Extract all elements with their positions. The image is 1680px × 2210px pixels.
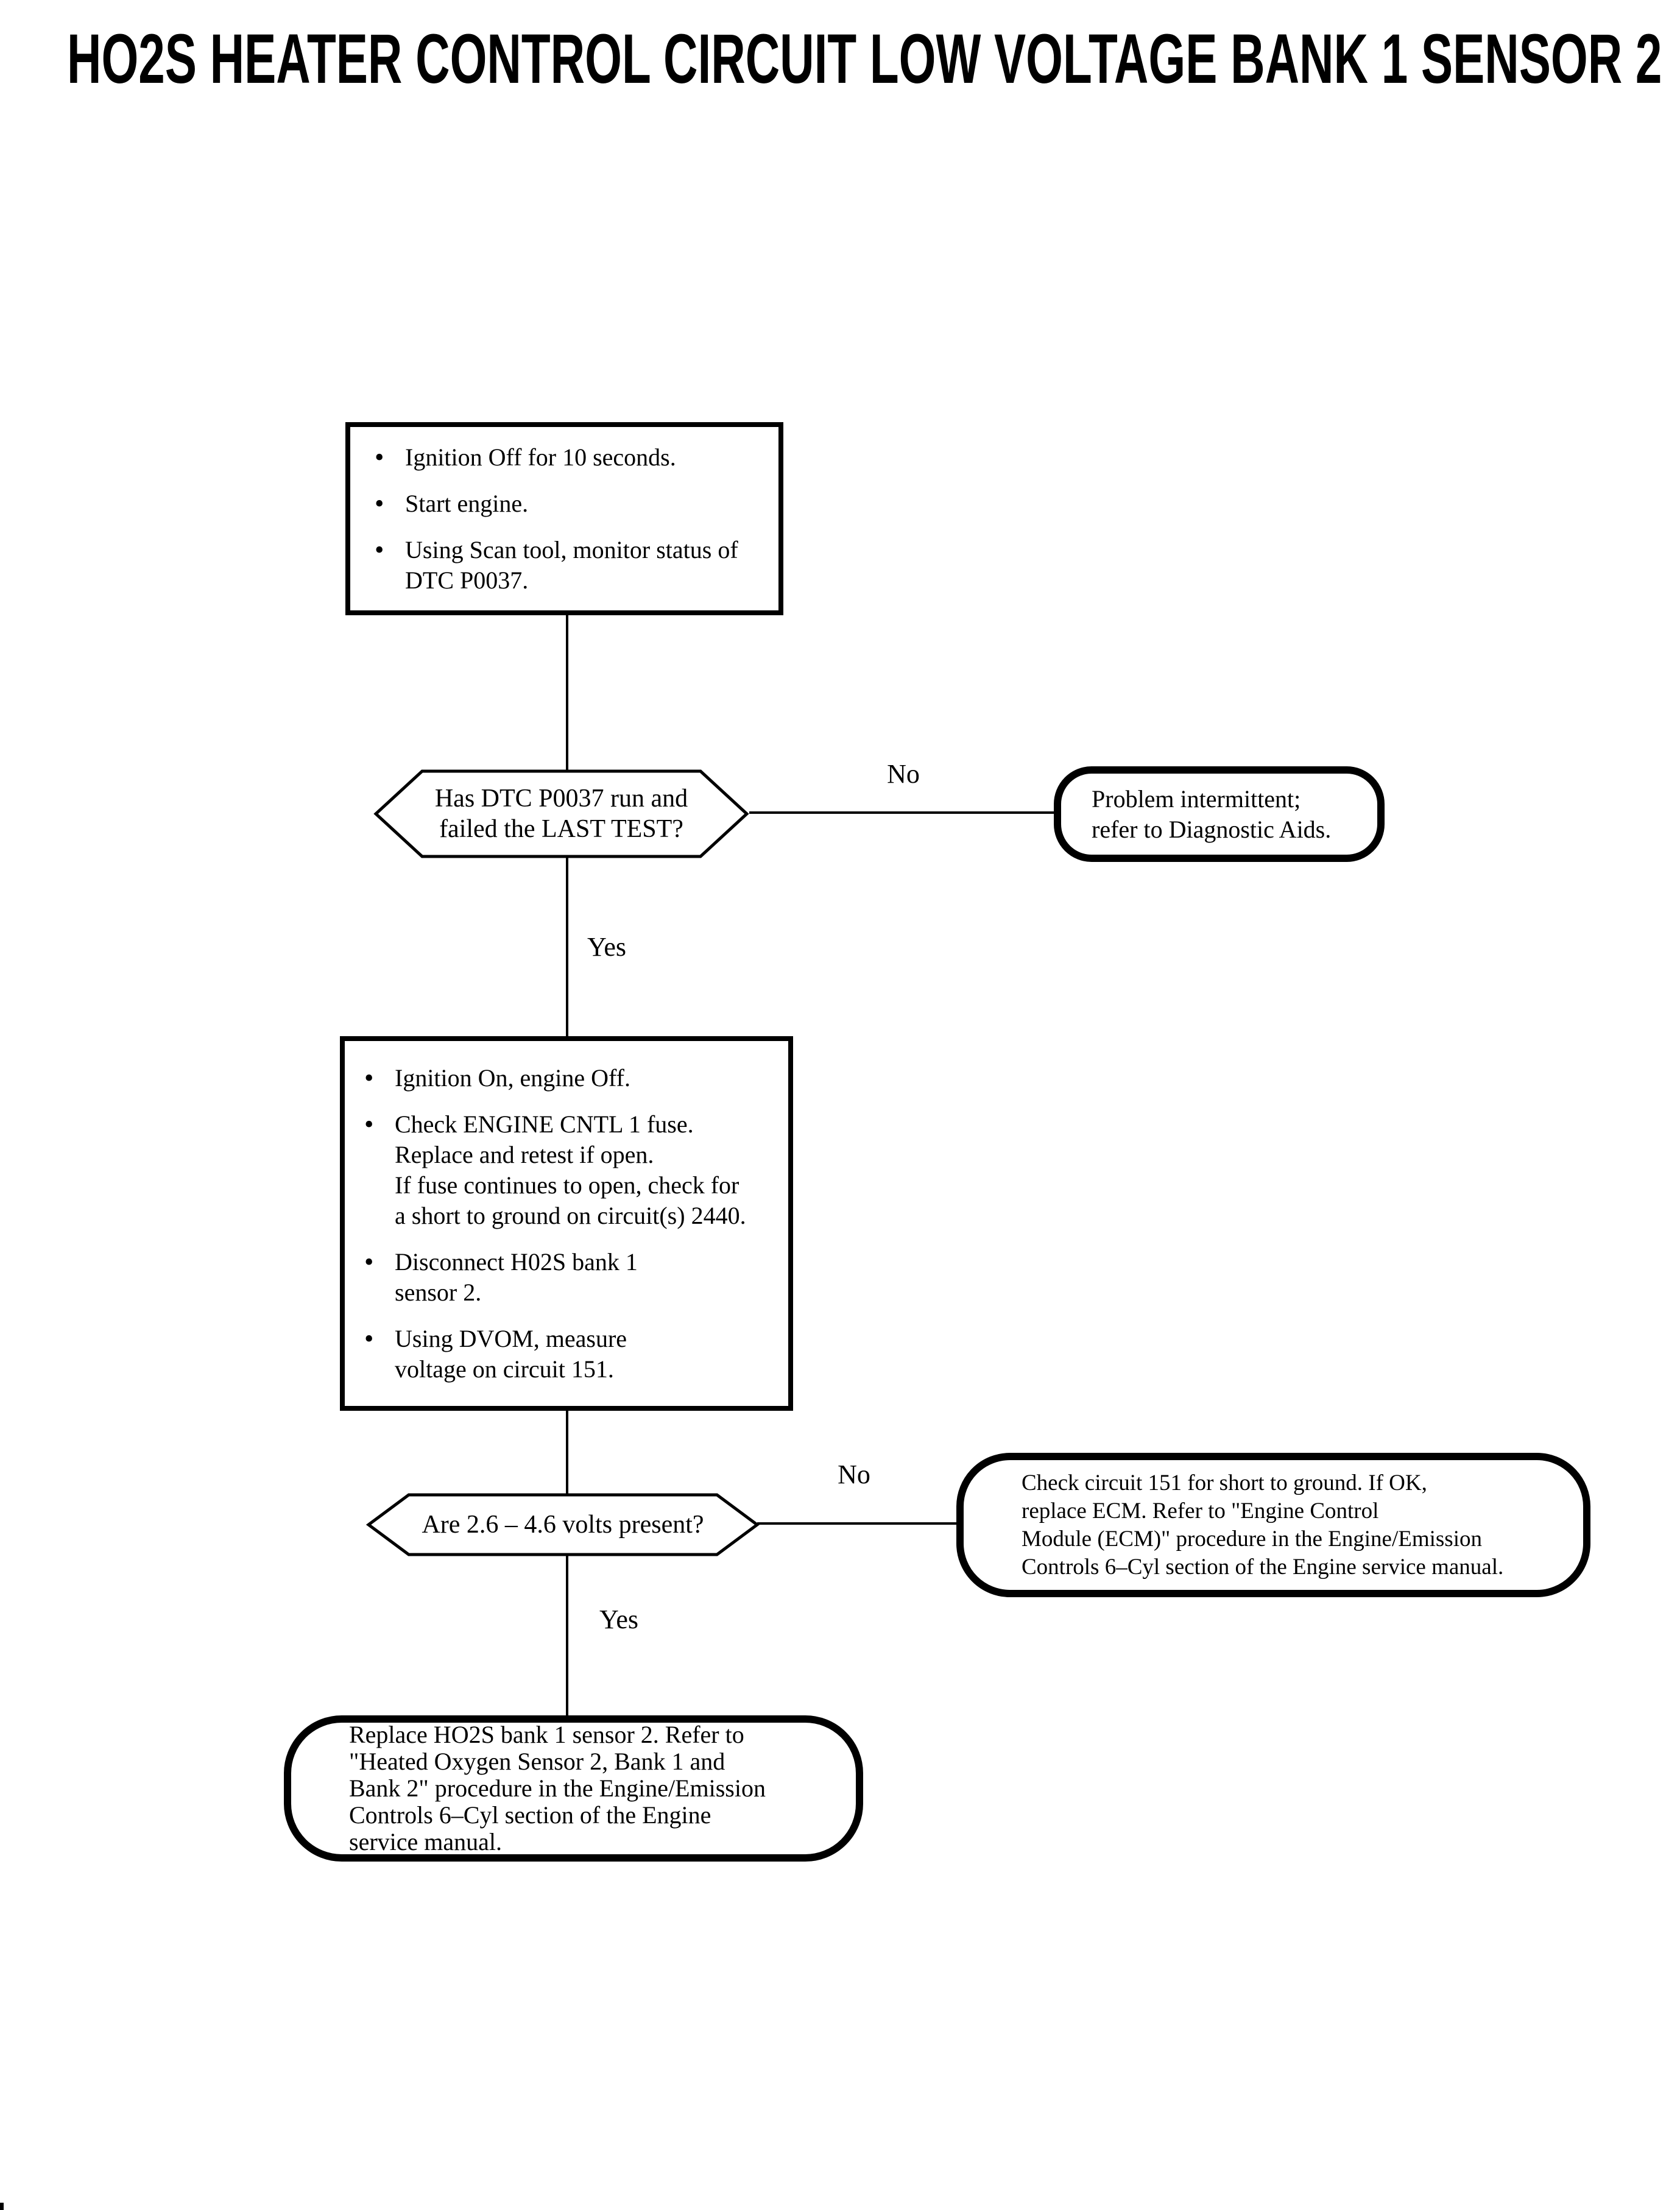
list-item-text: Check ENGINE CNTL 1 fuse. Replace and re… <box>395 1110 746 1229</box>
list-item: Using DVOM, measure voltage on circuit 1… <box>363 1324 777 1385</box>
terminator-text: Replace HO2S bank 1 sensor 2. Refer to "… <box>349 1721 766 1855</box>
list-item: Disconnect H02S bank 1 sensor 2. <box>363 1247 777 1308</box>
process-box-voltage-test: Ignition On, engine Off. Check ENGINE CN… <box>340 1036 793 1411</box>
hexagon-shape <box>373 769 749 858</box>
list-item-text: Ignition On, engine Off. <box>395 1064 630 1092</box>
list-item-text: Using DVOM, measure voltage on circuit 1… <box>395 1324 627 1383</box>
terminator-replace-ho2s: Replace HO2S bank 1 sensor 2. Refer to "… <box>284 1715 863 1862</box>
list-item-text: Ignition Off for 10 seconds. <box>405 443 676 471</box>
connector-line <box>757 1522 959 1525</box>
connector-line <box>566 1408 568 1495</box>
list-item-text: Start engine. <box>405 489 529 517</box>
list-item: Using Scan tool, monitor status of DTC P… <box>373 535 764 596</box>
terminator-check-circuit-151: Check circuit 151 for short to ground. I… <box>956 1453 1590 1597</box>
scan-artifact <box>0 2203 4 2210</box>
hexagon-shape <box>366 1493 760 1556</box>
list-item: Start engine. <box>373 489 764 519</box>
list-item: Ignition On, engine Off. <box>363 1063 777 1093</box>
decision-dtc-p0037: Has DTC P0037 run and failed the LAST TE… <box>373 769 749 859</box>
connector-line <box>566 614 568 770</box>
terminator-problem-intermittent: Problem intermittent; refer to Diagnosti… <box>1054 766 1385 862</box>
decision-voltage-present: Are 2.6 – 4.6 volts present? <box>366 1492 760 1557</box>
connector-line <box>566 856 568 1039</box>
list-item-text: Using Scan tool, monitor status of DTC P… <box>405 535 738 594</box>
decision-question: Has DTC P0037 run and failed the LAST TE… <box>434 785 688 843</box>
terminator-text: Problem intermittent; refer to Diagnosti… <box>1092 785 1332 843</box>
edge-label-yes: Yes <box>599 1605 639 1634</box>
list-item-text: Disconnect H02S bank 1 sensor 2. <box>395 1248 638 1306</box>
edge-label-yes: Yes <box>587 932 627 962</box>
process-box-initial-checks: Ignition Off for 10 seconds. Start engin… <box>345 422 783 615</box>
list-item: Ignition Off for 10 seconds. <box>373 442 764 473</box>
decision-question: Are 2.6 – 4.6 volts present? <box>422 1511 704 1539</box>
page-title: HO2S HEATER CONTROL CIRCUIT LOW VOLTAGE … <box>67 20 1662 98</box>
connector-line <box>749 811 1055 814</box>
edge-label-no: No <box>838 1460 870 1489</box>
list-item: Check ENGINE CNTL 1 fuse. Replace and re… <box>363 1109 777 1231</box>
edge-label-no: No <box>887 759 920 789</box>
terminator-text: Check circuit 151 for short to ground. I… <box>1022 1470 1504 1580</box>
connector-line <box>566 1555 568 1717</box>
